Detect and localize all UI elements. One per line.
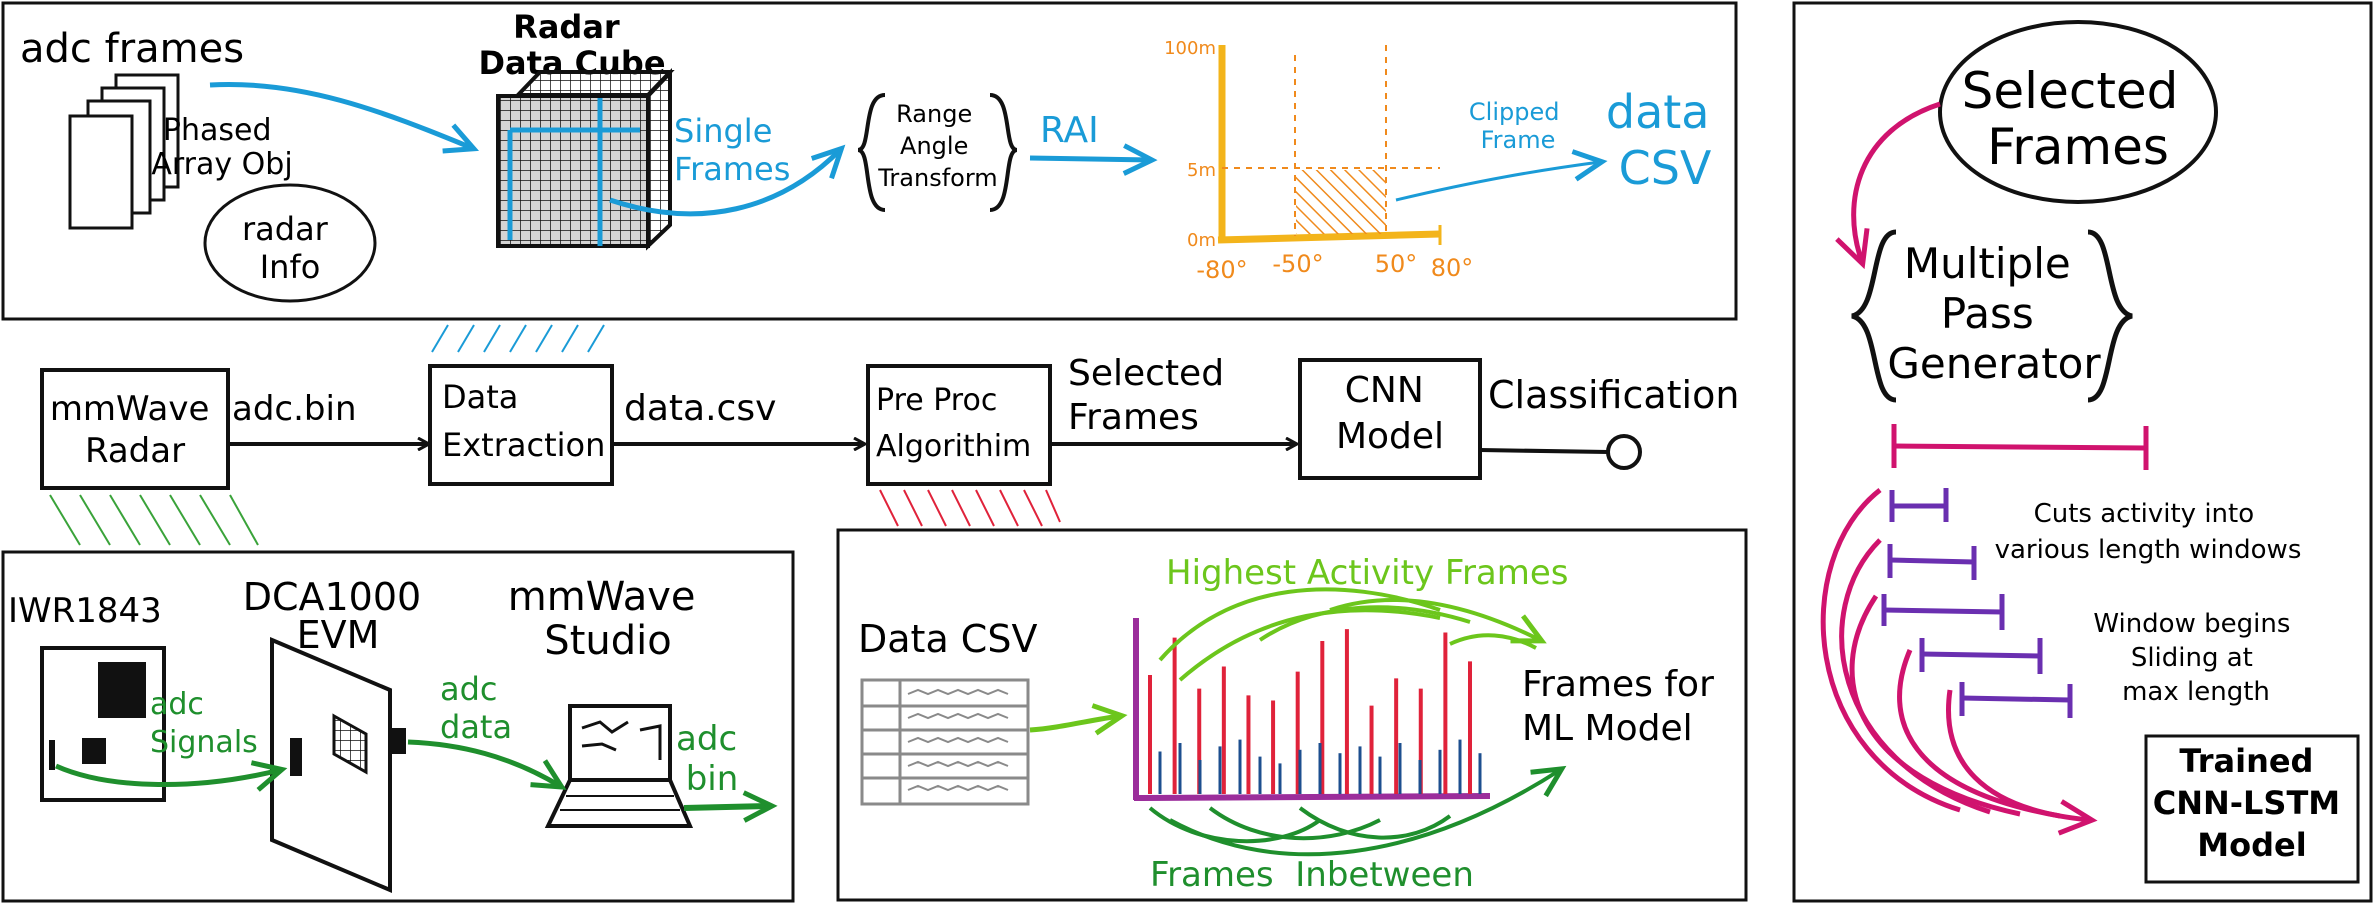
data-csv-flow-label: data.csv xyxy=(624,388,776,429)
mmwave-radar-label: mmWave Radar xyxy=(50,389,220,471)
inbetween-arrows xyxy=(1148,765,1567,857)
single-frames-label: Single Frames xyxy=(674,112,790,188)
highest-activity-arrows xyxy=(1158,587,1547,682)
hardware-panel-frame xyxy=(1,550,795,903)
data-csv-label: Data CSV xyxy=(858,617,1037,661)
top-panel-frame xyxy=(1,1,1738,321)
cnn-model-label: CNN Model xyxy=(1336,370,1444,457)
radar-data-cube-label: Radar Data Cube xyxy=(478,8,665,82)
transform-label: Range Angle Transform xyxy=(877,100,997,192)
phased-array-label: Phased Array Obj xyxy=(151,113,292,182)
adc-signals-label: adc Signals xyxy=(150,687,258,760)
dca-label: DCA1000 EVM xyxy=(243,575,434,657)
transform-right-brace xyxy=(989,93,1018,212)
studio-output-arrow xyxy=(683,790,778,823)
selected-frames-flow-label: Selected Frames xyxy=(1068,353,1236,438)
dca1000-board-icon xyxy=(270,636,406,894)
trained-model-box xyxy=(2144,734,2360,884)
generator-right-brace xyxy=(2087,229,2133,403)
clipped-frame-label: Clipped Frame xyxy=(1469,98,1567,154)
clipped-frame-arrow xyxy=(1395,149,1608,202)
selected-frames-label: Selected Frames xyxy=(1962,62,2195,176)
window-sliding-label: Window begins Sliding at max length xyxy=(2093,609,2298,707)
plot-xtick-neg80: -80° xyxy=(1196,256,1247,284)
plot-xtick-80: 80° xyxy=(1431,254,1474,282)
preproc-panel-frame xyxy=(836,528,1748,902)
selected-frames-ellipse xyxy=(1938,20,2218,204)
plot-xtick-neg50: -50° xyxy=(1272,250,1323,278)
generator-label: Multiple Pass Generator xyxy=(1887,239,2101,388)
top-panel-hatch xyxy=(431,324,605,353)
preproc-box-hatch xyxy=(879,489,1061,527)
rai-plot xyxy=(1217,45,1442,245)
adc-frames-label: adc frames xyxy=(20,26,244,72)
windows-to-model-arrows xyxy=(1820,488,2098,836)
sliding-windows xyxy=(1881,488,2073,718)
data-extraction-label: Data Extraction xyxy=(442,378,605,464)
radar-box-hatch xyxy=(49,494,259,546)
full-activity-window xyxy=(1891,424,2149,470)
output-terminal-icon xyxy=(1606,434,1642,470)
iwr-to-dca-arrow xyxy=(54,760,288,792)
highest-activity-label: Highest Activity Frames xyxy=(1166,553,1569,593)
frames-for-ml-label: Frames for ML Model xyxy=(1522,664,1725,749)
laptop-icon xyxy=(544,704,694,828)
plot-ytick-0m: 0m xyxy=(1187,230,1216,251)
chart-x-axis xyxy=(1133,793,1491,801)
radar-data-cube-icon xyxy=(496,68,675,251)
preproc-box xyxy=(866,364,1052,486)
preproc-label: Pre Proc Algorithim xyxy=(876,383,1031,464)
data-extraction-box xyxy=(428,364,614,486)
csv-to-chart-arrow xyxy=(1029,703,1128,736)
radar-info-ellipse xyxy=(203,183,377,303)
iwr1843-board-icon xyxy=(40,646,166,802)
data-csv-top-label: data CSV xyxy=(1606,85,1724,195)
plot-ytick-100m: 100m xyxy=(1164,38,1216,59)
frames-inbetween-label: Frames Inbetween xyxy=(1150,855,1474,895)
adc-to-cube-arrow xyxy=(209,81,480,154)
iwr-label: IWR1843 xyxy=(8,591,162,631)
mmwave-radar-box xyxy=(40,368,230,490)
adc-frames-stack-icon xyxy=(68,73,180,230)
training-panel-frame xyxy=(1792,1,2373,903)
cuts-activity-label: Cuts activity into various length window… xyxy=(1995,499,2302,565)
adc-data-label: adc data xyxy=(440,670,512,746)
csv-table-icon xyxy=(860,678,1030,806)
plot-xtick-50: 50° xyxy=(1375,250,1418,278)
generator-left-brace xyxy=(1851,229,1897,403)
classification-label: Classification xyxy=(1488,373,1739,417)
transform-left-brace xyxy=(857,93,886,212)
rai-label: RAI xyxy=(1040,110,1099,151)
rai-arrow xyxy=(1029,143,1158,176)
activity-chart xyxy=(1133,618,1491,801)
studio-label: mmWave Studio xyxy=(508,574,708,664)
selected-to-generator-arrow xyxy=(1835,101,1941,270)
cnn-output-line xyxy=(1479,448,1609,454)
dca-to-studio-arrow xyxy=(407,739,567,790)
adc-bin-label: adc.bin xyxy=(232,389,357,429)
cnn-model-box xyxy=(1298,358,1482,480)
plot-ytick-5m: 5m xyxy=(1187,160,1216,181)
cube-to-transform-arrow xyxy=(609,144,846,217)
adc-bin-green-label: adc bin xyxy=(676,719,748,799)
trained-model-label: Trained CNN-LSTM Model xyxy=(2153,742,2352,864)
radar-info-label: radar Info xyxy=(242,210,338,286)
